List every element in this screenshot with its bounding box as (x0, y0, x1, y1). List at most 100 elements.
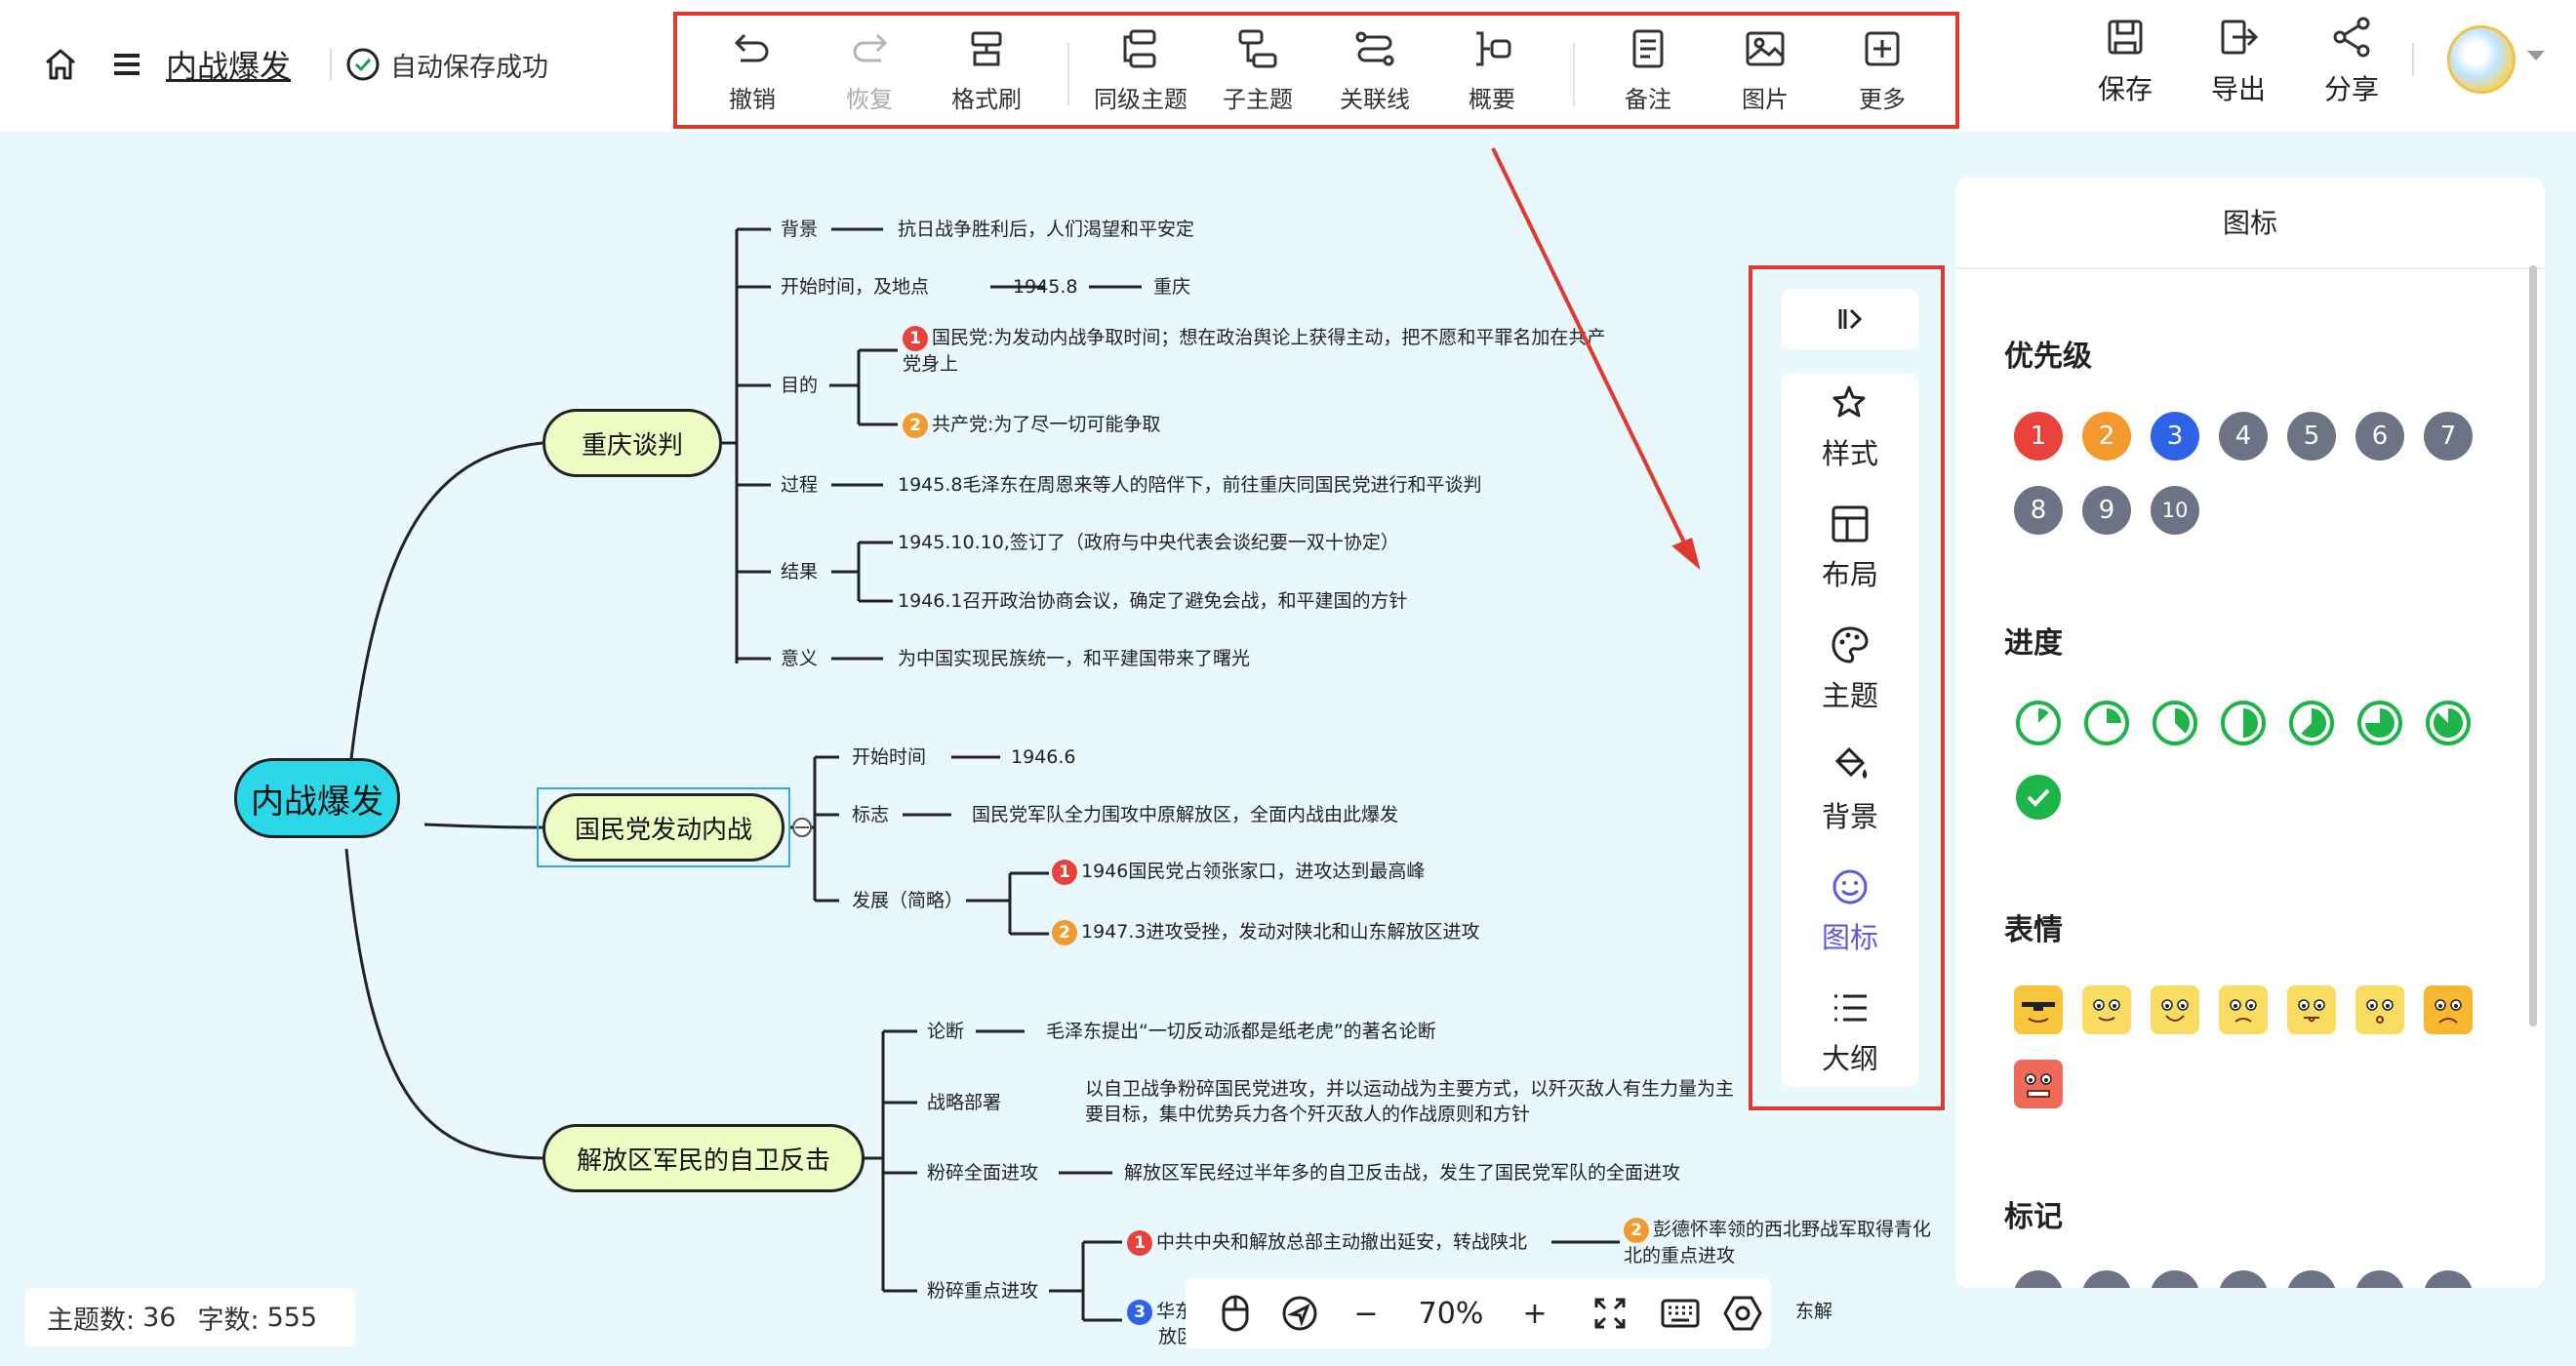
mark-icon[interactable] (2219, 1270, 2268, 1288)
priority-9-icon[interactable]: 9 (2082, 486, 2131, 535)
mark-icon[interactable] (2355, 1270, 2404, 1288)
menu-icon[interactable] (109, 47, 144, 82)
node-key-offensive-label[interactable]: 粉碎重点进攻 (927, 1280, 1039, 1302)
surprised-face-icon[interactable] (2355, 985, 2404, 1034)
node-thesis-value[interactable]: 毛泽东提出“一切反动派都是纸老虎”的著名论断 (1046, 1021, 1436, 1042)
tab-background[interactable]: 背景 (1782, 736, 1918, 857)
progress-4-of-8-icon[interactable] (2219, 699, 2268, 747)
node-meaning-label[interactable]: 意义 (781, 648, 819, 669)
note-button[interactable]: 备注 (1594, 23, 1702, 121)
child-topic-button[interactable]: 子主题 (1204, 23, 1311, 121)
progress-6-of-8-icon[interactable] (2355, 699, 2404, 747)
priority-2-icon[interactable]: 2 (2082, 412, 2131, 461)
node-process-value[interactable]: 1945.8毛泽东在周恩来等人的陪伴下，前往重庆同国民党进行和平谈判 (898, 474, 1482, 496)
export-button[interactable]: 导出 (2190, 16, 2287, 113)
priority-5-icon[interactable]: 5 (2287, 412, 2336, 461)
progress-3-of-8-icon[interactable] (2151, 699, 2199, 747)
progress-complete-icon[interactable] (2014, 773, 2063, 822)
node-place-value[interactable]: 重庆 (1153, 276, 1191, 298)
node-result-2[interactable]: 1946.1召开政治协商会议，确定了避免会战，和平建国的方针 (898, 590, 1408, 612)
sibling-topic-button[interactable]: 同级主题 (1087, 23, 1194, 121)
image-button[interactable]: 图片 (1711, 23, 1819, 121)
undo-button[interactable]: 撤销 (699, 23, 806, 121)
tab-layout[interactable]: 布局 (1782, 494, 1918, 615)
node-meaning-value[interactable]: 为中国实现民族统一，和平建国带来了曙光 (898, 648, 1251, 669)
node-result-1[interactable]: 1945.10.10,签订了（政府与中央代表会谈纪要一双十协定） (898, 532, 1399, 553)
keyboard-icon[interactable] (1656, 1278, 1705, 1348)
user-avatar[interactable] (2447, 25, 2516, 94)
progress-5-of-8-icon[interactable] (2287, 699, 2336, 747)
topic-kmt-civil-war[interactable]: 国民党发动内战 (543, 793, 785, 862)
grin-face-icon[interactable] (2151, 985, 2199, 1034)
priority-4-icon[interactable]: 4 (2219, 412, 2268, 461)
node-time-value[interactable]: 1945.8 (1013, 276, 1078, 298)
document-title[interactable]: 内战爆发 (166, 48, 292, 85)
save-button[interactable]: 保存 (2076, 16, 2174, 113)
relation-line-button[interactable]: 关联线 (1321, 23, 1429, 121)
mark-icon[interactable] (2151, 1270, 2199, 1288)
node-full-offensive-label[interactable]: 粉碎全面进攻 (927, 1162, 1039, 1184)
collapse-panel-button[interactable] (1782, 289, 1918, 349)
node-start-time-label[interactable]: 开始时间 (852, 746, 927, 768)
node-thesis-label[interactable]: 论断 (927, 1021, 965, 1042)
panel-scrollbar[interactable] (2529, 265, 2537, 1026)
tab-theme[interactable]: 主题 (1782, 615, 1918, 736)
smile-face-icon[interactable] (2082, 985, 2131, 1034)
node-result-label[interactable]: 结果 (781, 561, 819, 583)
node-background-value[interactable]: 抗日战争胜利后，人们渴望和平安定 (898, 219, 1195, 240)
mark-icon[interactable] (2082, 1270, 2131, 1288)
mark-icon[interactable] (2287, 1270, 2336, 1288)
zoom-out-button[interactable]: − (1353, 1296, 1379, 1331)
mark-icon[interactable] (2014, 1270, 2063, 1288)
topic-chongqing-negotiation[interactable]: 重庆谈判 (543, 409, 722, 477)
fullscreen-icon[interactable] (1586, 1278, 1634, 1348)
redo-button[interactable]: 恢复 (816, 23, 923, 121)
node-process-label[interactable]: 过程 (781, 474, 819, 496)
frown-face-icon[interactable] (2219, 985, 2268, 1034)
tab-icons[interactable]: 图标 (1782, 857, 1918, 978)
format-painter-button[interactable]: 格式刷 (933, 23, 1040, 121)
home-icon[interactable] (41, 45, 80, 84)
progress-7-of-8-icon[interactable] (2424, 699, 2473, 747)
angry-face-icon[interactable] (2014, 1060, 2063, 1108)
share-button[interactable]: 分享 (2303, 16, 2400, 113)
priority-10-icon[interactable]: 10 (2151, 486, 2199, 535)
node-start-time-value[interactable]: 1946.6 (1011, 746, 1076, 768)
node-strategy-value[interactable]: 以自卫战争粉碎国民党进攻，并以运动战为主要方式，以歼灭敌人有生力量为主要目标，集… (1085, 1078, 1735, 1125)
node-time-label[interactable]: 开始时间，及地点 (781, 276, 930, 298)
tab-style[interactable]: 样式 (1782, 373, 1918, 494)
more-button[interactable]: 更多 (1829, 23, 1936, 121)
priority-6-icon[interactable]: 6 (2355, 412, 2404, 461)
mark-icon[interactable] (2424, 1270, 2473, 1288)
chevron-down-icon[interactable] (2527, 51, 2545, 60)
node-development-label[interactable]: 发展（简略） (852, 890, 964, 911)
topic-liberated-area-counterattack[interactable]: 解放区军民的自卫反击 (543, 1124, 865, 1192)
mouse-mode-icon[interactable] (1211, 1278, 1260, 1348)
node-purpose-label[interactable]: 目的 (781, 375, 819, 396)
settings-hex-icon[interactable] (1718, 1278, 1767, 1348)
node-strategy-label[interactable]: 战略部署 (927, 1092, 1002, 1113)
sunglasses-face-icon[interactable] (2014, 985, 2063, 1034)
progress-2-of-8-icon[interactable] (2082, 699, 2131, 747)
tongue-face-icon[interactable] (2287, 985, 2336, 1034)
root-topic[interactable]: 内战爆发 (234, 758, 400, 838)
node-background-label[interactable]: 背景 (781, 219, 819, 240)
priority-8-icon[interactable]: 8 (2014, 486, 2063, 535)
crying-face-icon[interactable] (2424, 985, 2473, 1034)
summary-button[interactable]: 概要 (1438, 23, 1546, 121)
tab-outline[interactable]: 大纲 (1782, 978, 1918, 1099)
priority-1-icon[interactable]: 1 (2014, 412, 2063, 461)
locate-icon[interactable] (1275, 1278, 1324, 1348)
node-mark-value[interactable]: 国民党军队全力围攻中原解放区，全面内战由此爆发 (972, 804, 1399, 825)
priority-3-icon[interactable]: 3 (2151, 412, 2199, 461)
priority-7-icon[interactable]: 7 (2424, 412, 2473, 461)
node-full-offensive-value[interactable]: 解放区军民经过半年多的自卫反击战，发生了国民党军队的全面进攻 (1124, 1162, 1681, 1184)
progress-1-of-8-icon[interactable] (2014, 699, 2063, 747)
